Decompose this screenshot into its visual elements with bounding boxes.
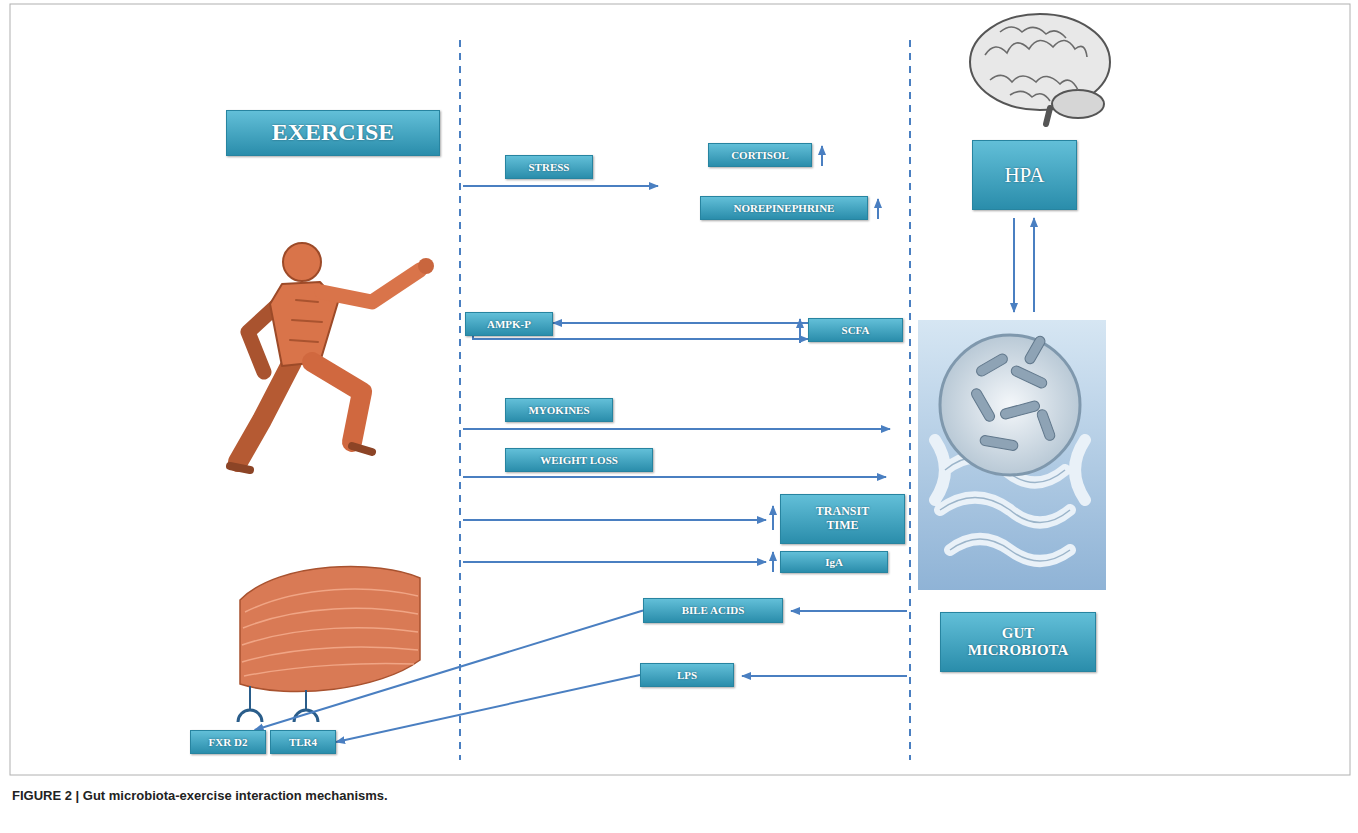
muscle-fibres (242, 589, 418, 676)
label-box: BILE ACIDS (643, 598, 783, 623)
node-label: IgA (825, 556, 843, 569)
flow-arrow (463, 185, 658, 187)
bacterium (1023, 335, 1047, 366)
receptor-box: TLR4 (270, 730, 336, 754)
runner-foot (230, 466, 250, 470)
label-box: STRESS (505, 155, 593, 179)
node-label: TRANSIT TIME (808, 505, 878, 533)
flow-arrow (463, 428, 890, 430)
layout-arrows (463, 146, 1034, 676)
bacterium (979, 435, 1018, 451)
node-label: MYOKINES (528, 404, 589, 417)
runner-leg (238, 362, 292, 462)
bacterium (1036, 408, 1056, 441)
divider-line (909, 40, 911, 760)
hpa-box: HPA (972, 140, 1077, 210)
node-label: FXR D2 (209, 736, 248, 749)
node-label: NOREPINEPHRINE (734, 202, 835, 215)
node-label: SCFA (842, 324, 870, 337)
brain-figure (970, 14, 1110, 124)
node-label: TLR4 (289, 736, 317, 749)
brain-cerebellum (1052, 90, 1104, 118)
flow-arrow (742, 675, 907, 677)
gut-panel (918, 320, 1106, 590)
receptor-stem (305, 690, 307, 709)
flow-arrow (1013, 218, 1015, 312)
flow-arrow (463, 519, 766, 521)
flow-arrow (463, 561, 766, 563)
bacterium (999, 400, 1040, 420)
runner-muscle-lines (290, 300, 322, 342)
node-label: EXERCISE (272, 119, 395, 147)
bacterium (970, 387, 997, 423)
bacteria (970, 335, 1057, 452)
increase-arrow (772, 506, 774, 530)
runner-figure (230, 243, 434, 470)
flow-arrow (1033, 218, 1035, 312)
runner-arm (322, 270, 420, 302)
muscle-figure (238, 566, 420, 722)
label-box: CORTISOL (708, 143, 812, 167)
node-label: CORTISOL (731, 149, 789, 162)
bacterium (1010, 364, 1049, 389)
figure-caption: FIGURE 2 | Gut microbiota-exercise inter… (12, 788, 388, 803)
runner-hand (418, 258, 434, 274)
label-box: IgA (780, 551, 888, 573)
connector-arrow (255, 611, 643, 731)
label-box: LPS (640, 663, 734, 687)
brain-folds (985, 27, 1087, 101)
node-label: BILE ACIDS (682, 604, 745, 617)
muscle-shape (240, 566, 420, 691)
node-label: AMPK-P (487, 318, 531, 331)
connector-arrow (553, 322, 808, 324)
divider-line (459, 40, 461, 760)
connector-arrow (336, 675, 640, 742)
receptor-cup (238, 710, 262, 722)
label-box: SCFA (808, 318, 903, 342)
label-box: MYOKINES (505, 398, 613, 422)
flow-arrow (463, 476, 886, 478)
increase-arrow (877, 199, 879, 219)
title-box: EXERCISE (226, 110, 440, 156)
label-box: TRANSIT TIME (780, 494, 905, 544)
flow-arrow (791, 610, 907, 612)
label-box: NOREPINEPHRINE (700, 196, 868, 220)
gut-box: GUT MICROBIOTA (940, 612, 1096, 672)
label-box: AMPK-P (465, 312, 553, 336)
node-label: LPS (677, 669, 697, 682)
bacterium (975, 352, 1009, 378)
runner-leg (312, 362, 362, 442)
runner-foot (352, 446, 372, 452)
node-label: WEIGHT LOSS (540, 454, 618, 467)
brain-stem (1046, 108, 1050, 124)
receptor-box: FXR D2 (190, 730, 266, 754)
figure-border (10, 4, 1350, 775)
magnifier-lens (940, 335, 1080, 475)
gut-figure (918, 320, 1106, 590)
connector-arrow (473, 336, 808, 339)
connector-layer (255, 323, 808, 742)
node-label: GUT MICROBIOTA (958, 625, 1078, 660)
label-box: WEIGHT LOSS (505, 448, 653, 472)
node-label: HPA (1004, 163, 1044, 187)
increase-arrow (821, 146, 823, 166)
increase-arrow (772, 552, 774, 572)
node-label: STRESS (529, 161, 570, 174)
runner-head (283, 243, 321, 281)
receptor-stem (249, 686, 251, 709)
